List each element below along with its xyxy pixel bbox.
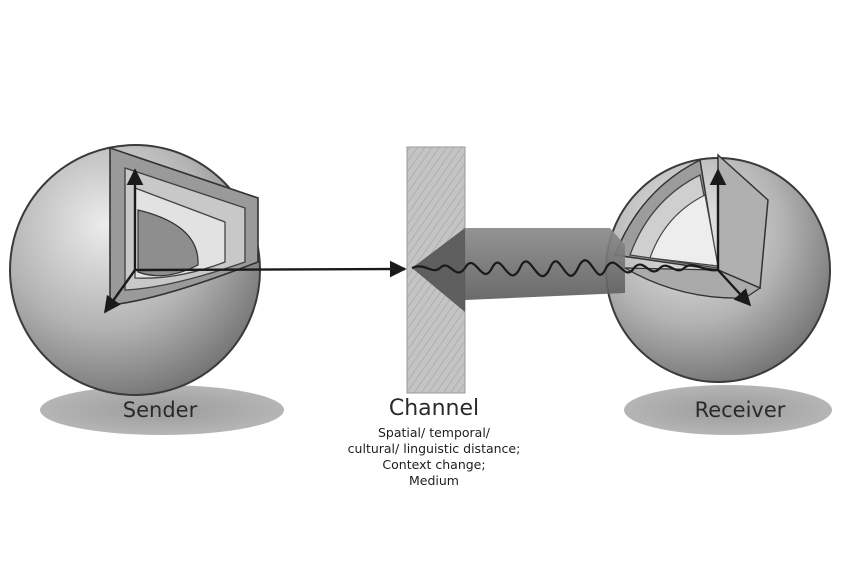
sender-shadow — [40, 385, 284, 435]
channel-description: Spatial/ temporal/ cultural/ linguistic … — [314, 425, 554, 489]
channel-label: Channel — [388, 396, 480, 421]
receiver-sphere — [605, 153, 831, 383]
channel-description-line: Spatial/ temporal/ — [377, 425, 491, 440]
receiver-label: Receiver — [694, 398, 786, 422]
signal-arrow — [134, 260, 407, 278]
receiver-shadow — [624, 385, 832, 435]
sender-label: Sender — [122, 398, 198, 422]
channel-description-line: cultural/ linguistic distance; — [347, 441, 521, 456]
channel-description-line: Context change; — [382, 457, 486, 472]
channel-description-line: Medium — [409, 473, 459, 488]
noisy-signal-wave — [411, 259, 719, 278]
